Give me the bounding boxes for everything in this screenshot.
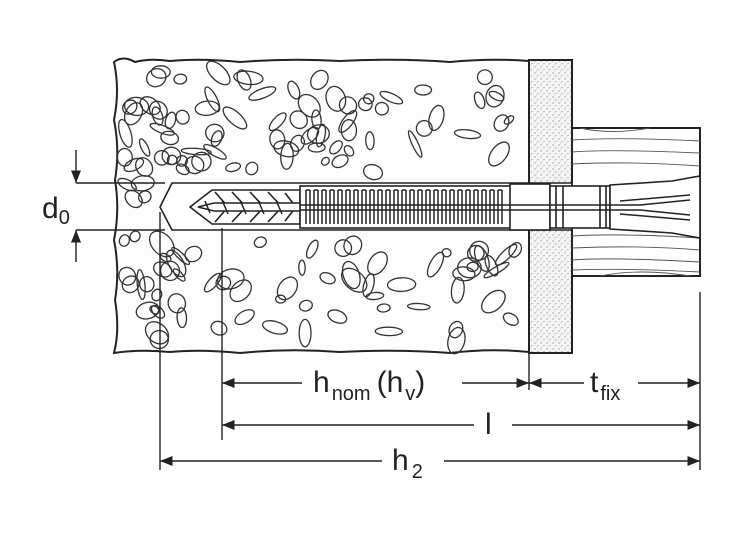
screw xyxy=(197,194,691,221)
l-label: l xyxy=(485,408,492,441)
d0-label: d0 xyxy=(42,192,70,229)
